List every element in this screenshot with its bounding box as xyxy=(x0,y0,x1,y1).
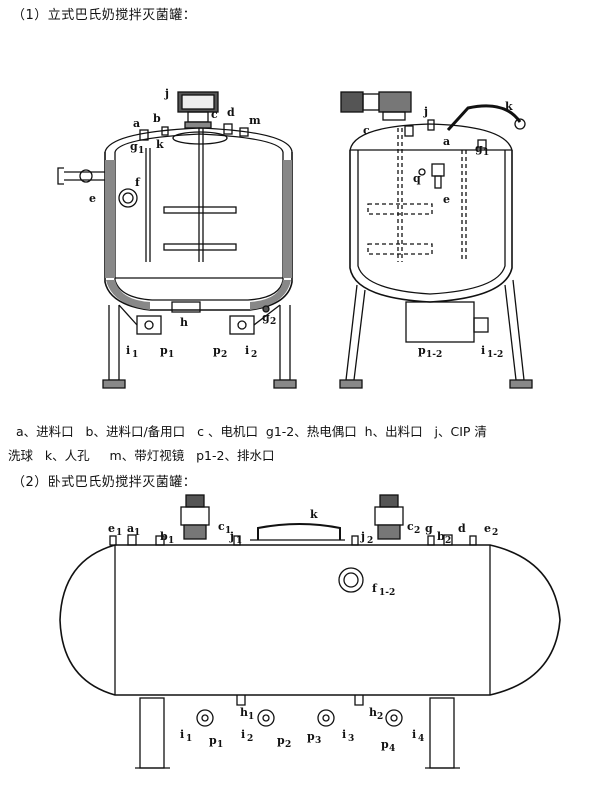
sub-p2: 2 xyxy=(221,350,227,360)
label-a: a xyxy=(133,117,140,130)
label-h: h xyxy=(180,316,188,329)
label-i2: i xyxy=(241,728,245,741)
label-g2: g xyxy=(262,311,270,324)
label-d: d xyxy=(458,522,466,535)
label-g: g xyxy=(130,140,138,153)
label-f: f xyxy=(372,582,378,595)
legend-line-1: a、进料口 b、进料口/备用口 c 、电机口 g1-2、热电偶口 h、出料口 j… xyxy=(8,424,487,439)
label-c: c xyxy=(211,108,218,121)
label-c-right: c xyxy=(363,124,370,137)
sub-i2: 2 xyxy=(251,350,257,360)
label-j1: j xyxy=(229,530,234,543)
sub-g1: 1 xyxy=(138,146,144,156)
label-p12-right: p xyxy=(418,344,426,357)
legend: a、进料口 b、进料口/备用口 c 、电机口 g1-2、热电偶口 h、出料口 j… xyxy=(8,420,593,468)
label-b2: b xyxy=(437,530,445,543)
label-j-right: j xyxy=(423,105,428,118)
label-i1: i xyxy=(126,344,130,357)
label-a1: a xyxy=(127,522,134,535)
label-b: b xyxy=(153,112,161,125)
label-p2: p xyxy=(277,734,285,747)
label-p2: p xyxy=(213,344,221,357)
svg-text:2: 2 xyxy=(492,528,498,538)
svg-text:3: 3 xyxy=(315,736,321,746)
svg-text:2: 2 xyxy=(285,740,291,750)
svg-text:1: 1 xyxy=(168,536,174,546)
svg-text:4: 4 xyxy=(418,734,424,744)
sub-g1-right: 1 xyxy=(483,148,489,158)
label-i4: i xyxy=(412,728,416,741)
label-k-right: k xyxy=(505,100,513,113)
svg-text:1-2: 1-2 xyxy=(379,588,395,598)
label-h2: h xyxy=(369,706,377,719)
label-p1: p xyxy=(160,344,168,357)
label-b1: b xyxy=(160,530,168,543)
sub-g2: 2 xyxy=(270,317,276,327)
label-p1: p xyxy=(209,734,217,747)
label-i2: i xyxy=(245,344,249,357)
label-f: f xyxy=(135,176,141,189)
label-i12-right: i xyxy=(481,344,485,357)
label-a-right: a xyxy=(443,135,450,148)
label-p3: p xyxy=(307,730,315,743)
svg-text:4: 4 xyxy=(389,744,395,754)
svg-text:3: 3 xyxy=(348,734,354,744)
label-j: j xyxy=(164,87,169,100)
sub-p12-right: 1-2 xyxy=(426,350,442,360)
label-c2: c xyxy=(407,520,414,533)
label-i3: i xyxy=(342,728,346,741)
label-k: k xyxy=(156,138,164,151)
section2-title: （2）卧式巴氏奶搅拌灭菌罐： xyxy=(12,475,197,490)
label-i1: i xyxy=(180,728,184,741)
section1-title: （1）立式巴氏奶搅拌灭菌罐： xyxy=(12,8,197,23)
sub-i12-right: 1-2 xyxy=(487,350,503,360)
svg-text:2: 2 xyxy=(367,536,373,546)
svg-text:2: 2 xyxy=(414,526,420,536)
label-e1: e xyxy=(108,522,115,535)
side-motor xyxy=(340,91,364,113)
label-e: e xyxy=(89,192,96,205)
label-e2: e xyxy=(484,522,491,535)
label-j2: j xyxy=(360,530,365,543)
svg-text:1: 1 xyxy=(217,740,223,750)
sub-p1: 1 xyxy=(168,350,174,360)
svg-text:2: 2 xyxy=(445,536,451,546)
label-g-right: g xyxy=(475,142,483,155)
label-e-right: e xyxy=(443,193,450,206)
label-d: d xyxy=(227,106,235,119)
svg-text:1: 1 xyxy=(186,734,192,744)
svg-text:1: 1 xyxy=(225,526,231,536)
svg-text:1: 1 xyxy=(248,712,254,722)
label-q-right: q xyxy=(413,172,421,185)
svg-text:1: 1 xyxy=(116,528,122,538)
label-m: m xyxy=(249,114,261,127)
svg-text:1: 1 xyxy=(134,528,140,538)
label-g: g xyxy=(425,522,433,535)
legend-line-2: 洗球 k、人孔 m、带灯视镜 p1-2、排水口 xyxy=(8,448,275,463)
svg-text:2: 2 xyxy=(247,734,253,744)
label-k: k xyxy=(310,508,318,521)
label-c1: c xyxy=(218,520,225,533)
svg-text:2: 2 xyxy=(377,712,383,722)
sub-i1: 1 xyxy=(132,350,138,360)
svg-text:1: 1 xyxy=(236,536,242,546)
label-p4: p xyxy=(381,738,389,751)
label-h1: h xyxy=(240,706,248,719)
